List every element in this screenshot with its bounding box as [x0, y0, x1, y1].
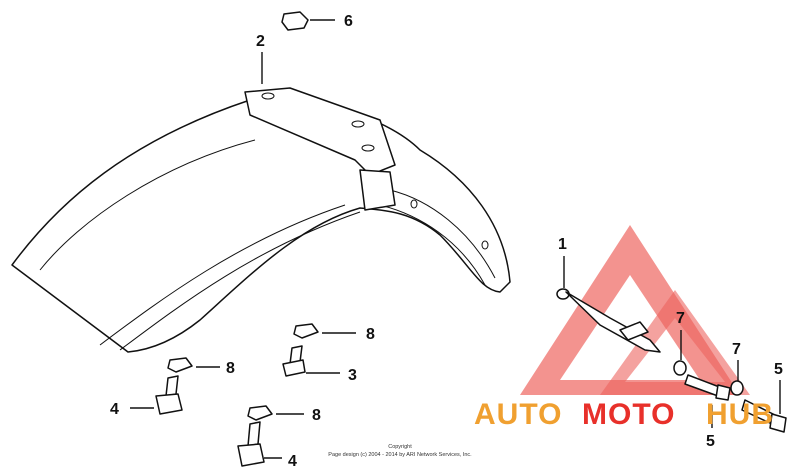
- bolt-4a: 4: [110, 375, 183, 418]
- copyright-text: Page design (c) 2004 - 2014 by ARI Netwo…: [328, 452, 472, 458]
- watermark-text: AUTO MOTO HUB: [474, 398, 774, 431]
- callout-2: 2: [256, 33, 265, 50]
- callout-4b: 4: [288, 453, 297, 470]
- bolt-5b: 5: [741, 361, 787, 433]
- callout-4a: 4: [110, 401, 119, 418]
- watermark-moto: MOTO: [582, 398, 675, 431]
- callout-7a: 7: [676, 310, 685, 327]
- bolt-5a: 5: [684, 374, 731, 450]
- callout-5b: 5: [774, 361, 783, 378]
- nut-8c: 8: [247, 405, 321, 424]
- washer-7a: 7: [673, 310, 687, 376]
- callout-1: 1: [558, 236, 567, 253]
- callout-3: 3: [348, 367, 357, 384]
- copyright-label: Copyright: [388, 444, 412, 450]
- clip-1: 1: [556, 236, 661, 353]
- callout-5a: 5: [706, 433, 715, 450]
- callout-6: 6: [344, 13, 353, 30]
- bolt-4b: 4: [237, 421, 297, 470]
- watermark-logo: [520, 225, 750, 395]
- callout-8b: 8: [226, 360, 235, 377]
- nut-8b: 8: [167, 357, 235, 377]
- callout-2-group: 2: [256, 33, 265, 84]
- callout-8a: 8: [366, 326, 375, 343]
- nut-6: 6: [281, 11, 353, 31]
- watermark-hub: HUB: [706, 398, 774, 431]
- watermark-auto: AUTO: [474, 398, 562, 431]
- nut-8a: 8: [293, 323, 375, 343]
- callout-7b: 7: [732, 341, 741, 358]
- rear-fender: [11, 87, 511, 353]
- callout-8c: 8: [312, 407, 321, 424]
- washer-7b: 7: [730, 341, 744, 396]
- bolt-3: 3: [282, 345, 357, 384]
